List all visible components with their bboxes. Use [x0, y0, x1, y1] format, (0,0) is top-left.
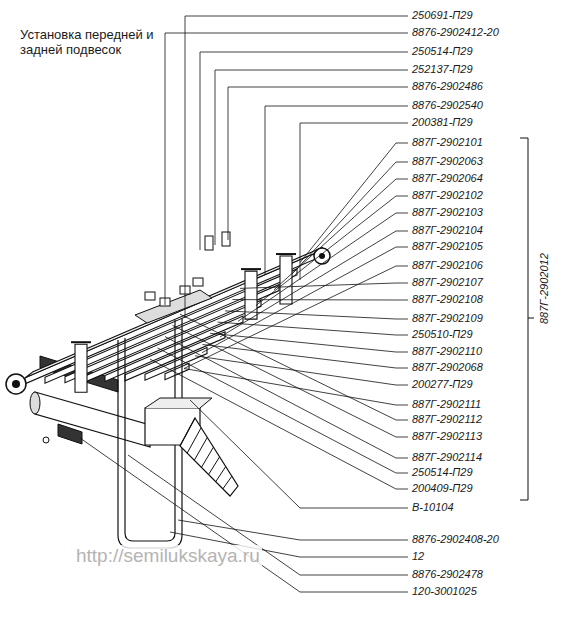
bolt-head: [205, 236, 213, 250]
spring-eye: [6, 374, 26, 394]
leader-line: [256, 196, 408, 306]
boot-rib: [194, 437, 207, 460]
leader-line: [203, 345, 409, 369]
clamp-plate: [135, 290, 212, 323]
axle-end: [30, 392, 40, 414]
part-number: 887Г-2902109: [412, 312, 483, 325]
part-number: 887Г-2902111: [412, 398, 481, 411]
leader-line: [225, 311, 408, 319]
leader-line: [80, 438, 408, 592]
boot-rib: [216, 467, 226, 482]
boot-rib: [180, 418, 195, 446]
group-bracket: [520, 138, 534, 500]
part-number: 8876-2902478: [412, 568, 483, 581]
leader-line: [184, 266, 408, 369]
spring-leaf: [25, 253, 315, 384]
leader-line: [240, 283, 408, 288]
leader-line: [228, 87, 408, 240]
boot-rib: [201, 447, 213, 467]
part-number: 887Г-2902107: [412, 276, 483, 289]
part-number: 887Г-2902112: [412, 413, 482, 426]
part-number: 200277-П29: [412, 378, 473, 391]
part-number: 887Г-2902063: [412, 155, 483, 168]
clip-bolt: [241, 268, 261, 270]
boot-rib: [187, 428, 201, 453]
part-number: 887Г-2902108: [412, 293, 483, 306]
eye-bushing: [12, 380, 20, 388]
spring-leaf-top: [25, 247, 323, 378]
leader-line: [178, 520, 408, 540]
axle-tube: [35, 392, 150, 447]
leader-line: [274, 179, 408, 290]
part-number: 250510-П29: [412, 328, 473, 341]
part-number: 200409-П29: [412, 482, 473, 495]
leader-line: [190, 400, 408, 508]
part-number: 200381-П29: [412, 116, 473, 129]
leader-line: [195, 356, 408, 385]
watermark: http://semilukskaya.ru: [74, 545, 262, 567]
pin-washer: [43, 437, 49, 443]
part-number: 887Г-2902103: [412, 206, 483, 219]
leader-line: [202, 247, 408, 353]
leader-line: [215, 70, 408, 245]
nut: [193, 278, 203, 286]
leader-line: [220, 231, 408, 337]
bolt-head: [222, 232, 230, 246]
leader-line: [200, 52, 408, 250]
clip-bolt: [71, 341, 91, 343]
part-number: 12: [412, 550, 424, 563]
part-number: 8876-2902408-20: [412, 533, 499, 546]
part-number: 887Г-2902110: [412, 345, 482, 358]
leader-line: [150, 359, 408, 489]
part-number: 250514-П29: [412, 466, 473, 479]
part-number: 887Г-2902064: [412, 172, 483, 185]
axle-bracket-top: [145, 398, 212, 408]
nut: [145, 292, 155, 300]
part-number: 252137-П29: [412, 63, 473, 76]
leader-line: [265, 106, 408, 275]
part-number: 887Г-2902101: [412, 136, 483, 149]
clip-bolt: [276, 253, 296, 255]
part-number: 250514-П29: [412, 45, 473, 58]
part-number: 887Г-2902104: [412, 224, 483, 237]
leader-line: [165, 33, 408, 305]
group-number: 887Г-2902012: [538, 253, 550, 324]
part-number: 887Г-2902068: [412, 361, 483, 374]
part-number: 887Г-2902106: [412, 259, 483, 272]
part-number: 887Г-2902102: [412, 189, 483, 202]
leader-line: [158, 348, 409, 473]
part-number: 8876-2902540: [412, 99, 483, 112]
part-number: 120-3001025: [412, 585, 477, 598]
boot-rib: [223, 476, 232, 489]
spring-pin: [58, 424, 82, 444]
part-number: 887Г-2902113: [412, 430, 482, 443]
part-number: 250691-П29: [412, 9, 473, 22]
part-number: 8876-2902412-20: [412, 26, 499, 39]
part-number: 8876-2902486: [412, 80, 483, 93]
part-number: 887Г-2902105: [412, 240, 483, 253]
boot-rib: [209, 457, 220, 475]
leader-line: [173, 325, 409, 437]
leader-line: [238, 213, 408, 321]
spring-eye: [314, 248, 330, 264]
part-number: В-10104: [412, 501, 454, 514]
leader-line: [300, 143, 408, 263]
spring-clip: [75, 344, 87, 392]
title: Установка передней и задней подвесок: [20, 27, 155, 57]
rubber-boot: [180, 418, 238, 496]
leader-line: [218, 322, 409, 335]
leader-line: [165, 337, 408, 458]
leader-line: [233, 299, 409, 300]
part-number: 887Г-2902114: [412, 451, 482, 464]
leader-line: [185, 16, 408, 318]
